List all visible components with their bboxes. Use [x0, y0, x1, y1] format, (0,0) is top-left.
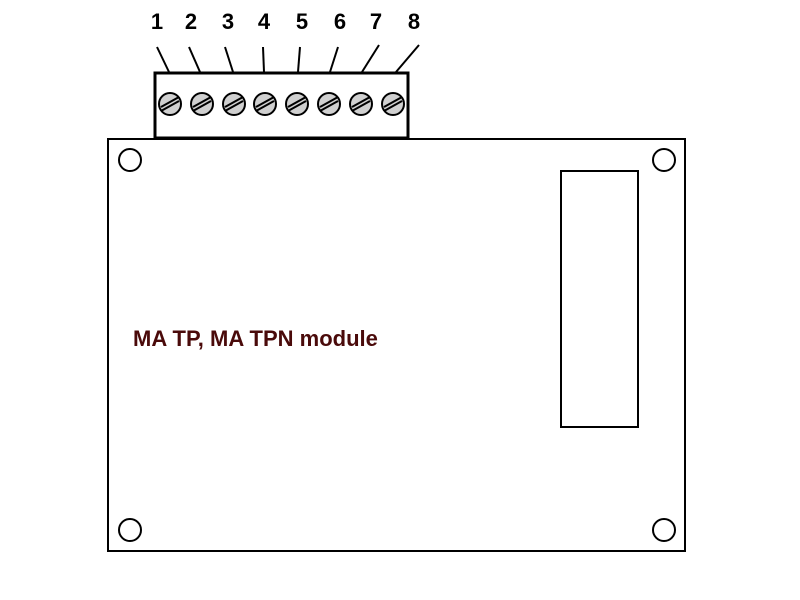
screw-icon [253, 92, 277, 116]
screw-icon [349, 92, 373, 116]
leader-line [361, 44, 380, 73]
terminal-label: 1 [151, 9, 163, 34]
terminal-label: 2 [185, 9, 197, 34]
screw-icon [285, 92, 309, 116]
screw-icon [158, 92, 182, 116]
mounting-hole-bottom-right [652, 518, 676, 542]
circuit-board [107, 138, 686, 552]
terminal-label: 5 [296, 9, 308, 34]
screw-icon [317, 92, 341, 116]
leader-line [188, 46, 201, 73]
leader-line [395, 44, 420, 73]
mounting-hole-top-right [652, 148, 676, 172]
component-rectangle [560, 170, 639, 428]
module-title: MA TP, MA TPN module [133, 326, 378, 351]
leader-line [156, 46, 170, 73]
screw-icon [190, 92, 214, 116]
terminal-label: 8 [408, 9, 420, 34]
leader-line [262, 46, 265, 73]
screw-icon [381, 92, 405, 116]
terminal-label: 7 [370, 9, 382, 34]
mounting-hole-bottom-left [118, 518, 142, 542]
terminal-screws [158, 92, 405, 116]
screw-icon [222, 92, 246, 116]
leader-line [329, 46, 339, 73]
leader-line [297, 46, 301, 73]
leader-line [224, 46, 234, 73]
terminal-label: 4 [258, 9, 271, 34]
mounting-hole-top-left [118, 148, 142, 172]
terminal-label: 3 [222, 9, 234, 34]
terminal-leader-lines [156, 44, 420, 73]
terminal-label: 6 [334, 9, 346, 34]
